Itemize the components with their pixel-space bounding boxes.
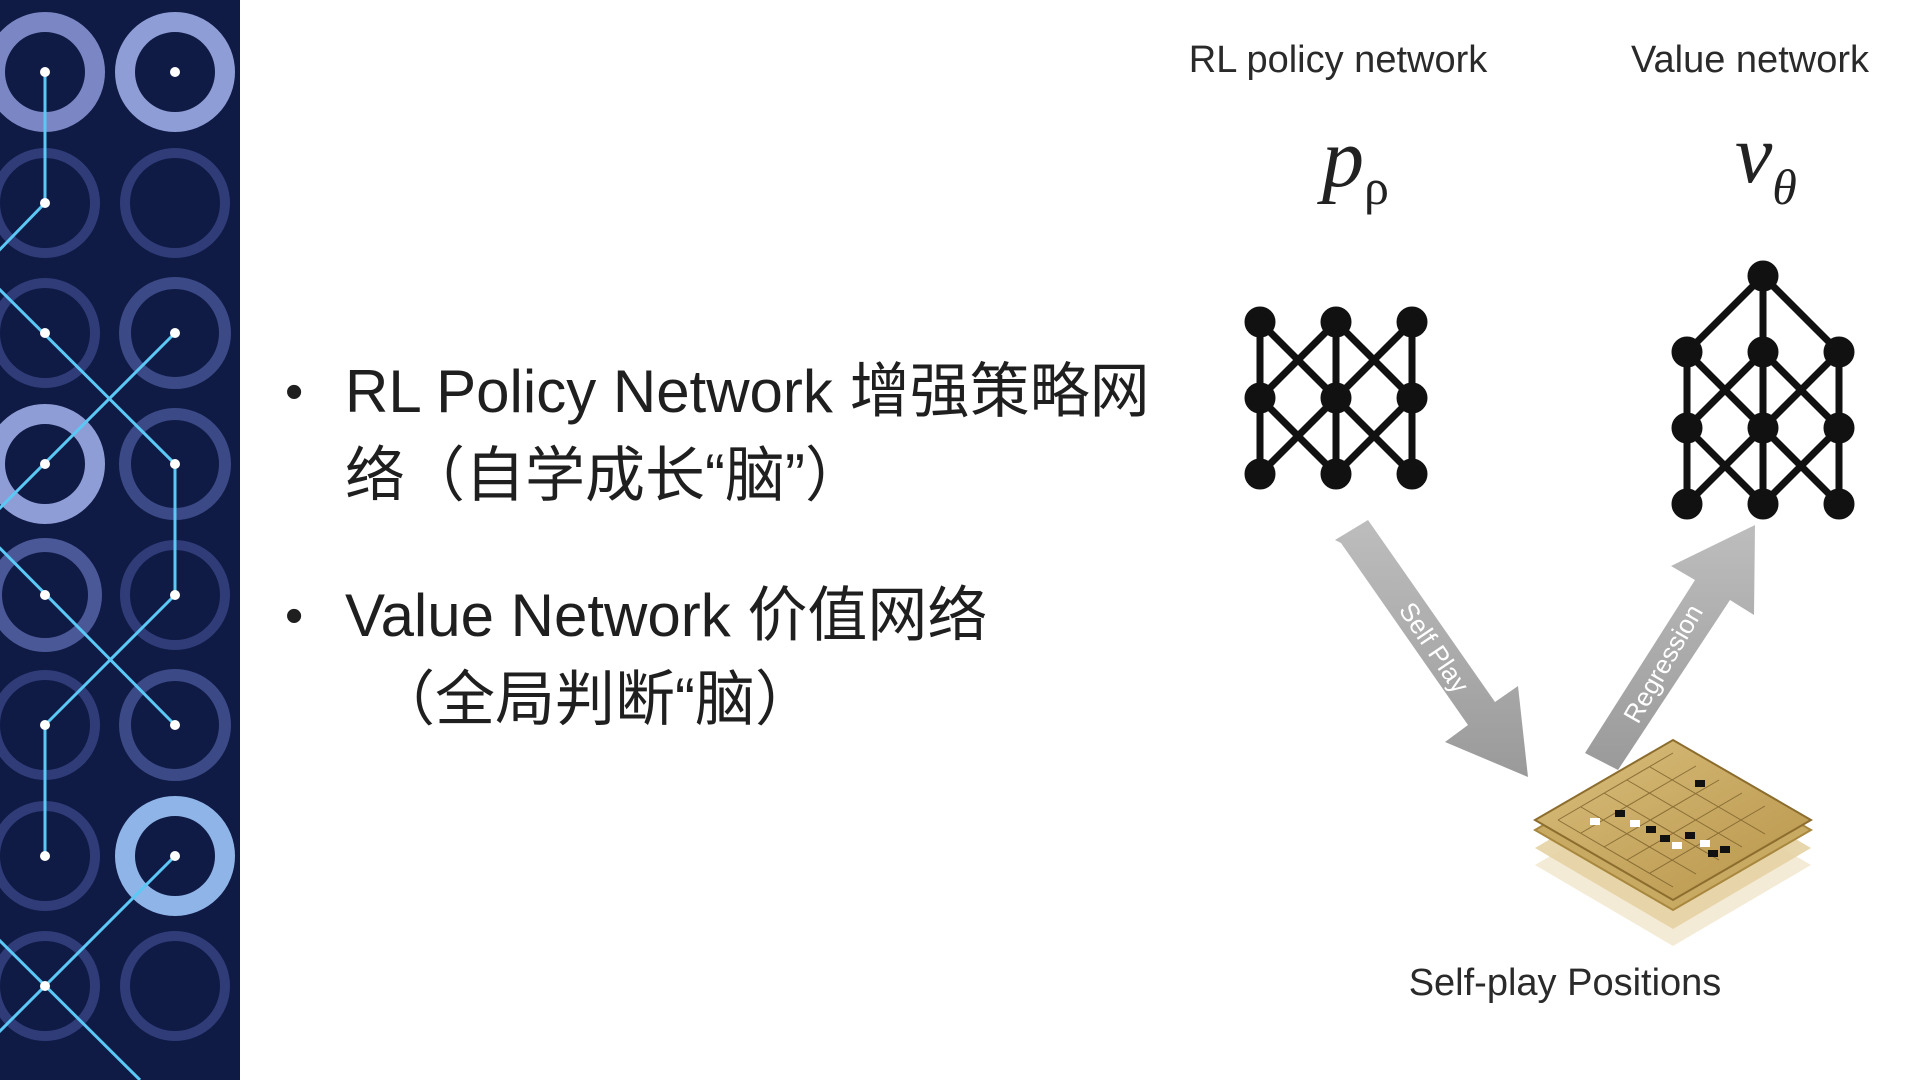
self-play-arrow: Self Play xyxy=(1335,520,1528,777)
regression-arrow: Regression xyxy=(1585,525,1755,770)
value-network-graph xyxy=(1671,260,1855,520)
connector-dots xyxy=(40,67,180,991)
board-grid-lines xyxy=(1557,752,1766,888)
go-board-stack xyxy=(1533,738,1813,946)
self-play-label: Self Play xyxy=(1393,597,1475,699)
value-network-title: Value network xyxy=(1631,39,1870,81)
policy-symbol-base: p xyxy=(1317,112,1364,205)
decorative-sidebar xyxy=(0,0,240,1080)
policy-network-graph xyxy=(1244,306,1428,490)
bullet-list: • RL Policy Network 增强策略网 络（自学成长“脑”） • V… xyxy=(285,350,1165,742)
bullet-item-policy: • RL Policy Network 增强策略网 络（自学成长“脑”） xyxy=(285,350,1165,518)
bullet-policy-line-2: 络（自学成长“脑”） xyxy=(345,442,865,509)
board-caption: Self-play Positions xyxy=(1409,962,1722,1004)
bullet-policy-line-1: RL Policy Network 增强策略网 xyxy=(345,358,1150,425)
connector-lines xyxy=(0,72,177,1080)
regression-label: Regression xyxy=(1617,599,1709,728)
alphago-diagram: RL policy network Value network pρ vθ xyxy=(1189,39,1870,1004)
policy-symbol-sub: ρ xyxy=(1364,159,1389,215)
board-stones xyxy=(1590,780,1730,857)
bullet-value-line-1: Value Network 价值网络 xyxy=(345,582,988,649)
value-symbol-sub: θ xyxy=(1772,159,1797,215)
policy-symbol: pρ xyxy=(1317,112,1389,215)
bullet-dot: • xyxy=(285,587,304,645)
bullet-item-value: • Value Network 价值网络 （全局判断“脑） xyxy=(285,574,1165,742)
bullet-value-line-2: （全局判断“脑） xyxy=(375,666,815,733)
ring-grid xyxy=(0,12,235,1041)
value-symbol-base: v xyxy=(1735,108,1773,201)
value-symbol: vθ xyxy=(1735,108,1797,215)
policy-network-title: RL policy network xyxy=(1189,39,1488,81)
bullet-dot: • xyxy=(285,363,304,421)
